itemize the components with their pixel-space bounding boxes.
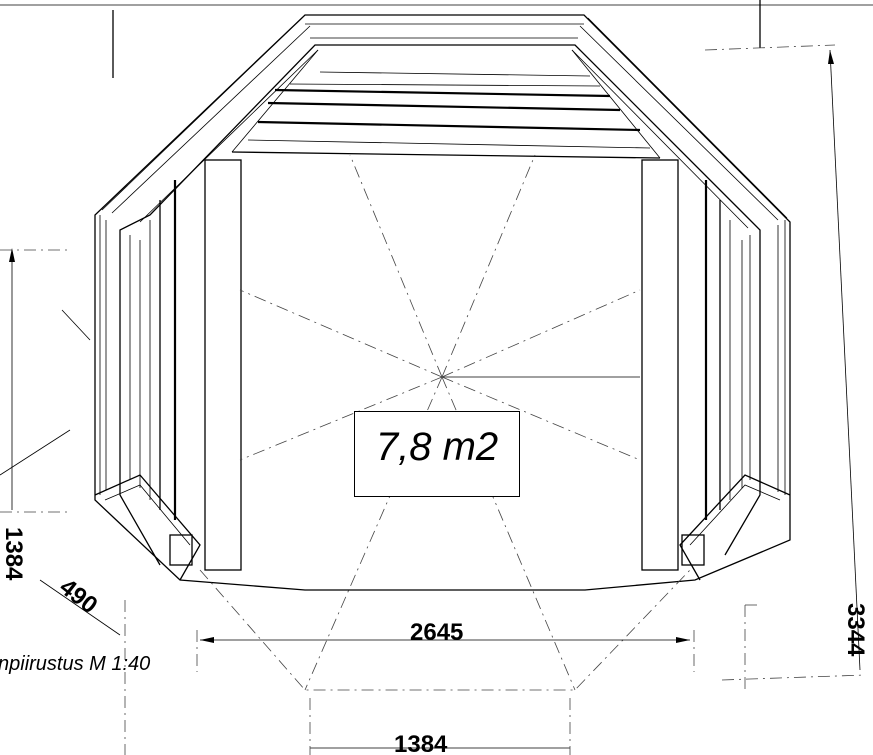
dim-right-height: 3344	[842, 603, 869, 657]
drawing-caption: npiirustus M 1:40	[0, 653, 151, 675]
area-label: 7,8 m2	[375, 424, 499, 469]
dim-left-height: 1384	[0, 527, 27, 581]
dim-top-width: 2645	[410, 619, 463, 646]
dim-bottom-width: 1384	[394, 731, 448, 755]
area-label-box: 7,8 m2	[354, 411, 520, 497]
dim-diagonal: 490	[54, 573, 102, 619]
